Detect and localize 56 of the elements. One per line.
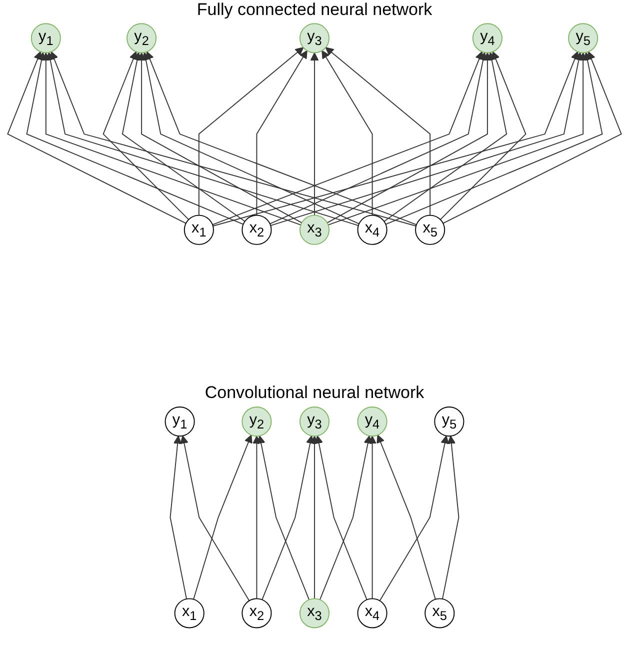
arrow [7, 51, 186, 224]
node-circle [357, 214, 388, 245]
arrow [42, 52, 302, 226]
arrow [180, 435, 250, 602]
arrow [146, 51, 417, 226]
arrow [50, 51, 417, 226]
arrow [212, 51, 579, 226]
arrow [46, 52, 359, 226]
arrow [170, 436, 187, 600]
arrow [122, 52, 246, 222]
arrow [269, 52, 488, 224]
arrow [442, 436, 460, 600]
node-circle [568, 23, 598, 54]
node-circle [415, 214, 446, 245]
node-circle [434, 406, 464, 437]
arrow [384, 52, 508, 222]
node-circle [299, 406, 330, 437]
arrow [310, 436, 319, 600]
diagram-heading: Convolutional neural network [204, 383, 424, 403]
node-circle [299, 214, 330, 245]
node-circle [164, 406, 195, 437]
node-circle [299, 23, 330, 54]
arrow [442, 51, 622, 224]
arrow [137, 52, 302, 224]
arrow [376, 434, 436, 600]
node-circle [242, 214, 272, 245]
arrow [193, 434, 252, 600]
arrow [212, 51, 484, 226]
node-circle [30, 23, 61, 54]
arrow [26, 52, 244, 225]
arrow [142, 52, 360, 224]
node-circle [242, 598, 272, 628]
node-circle [357, 598, 388, 628]
arrow [326, 52, 492, 224]
arrow [328, 52, 588, 226]
node-circle [424, 598, 455, 628]
arrow [379, 435, 449, 602]
node-circle [299, 598, 330, 628]
arrow [310, 52, 319, 216]
arrow [256, 50, 308, 216]
node-circle [242, 406, 272, 437]
arrow [322, 50, 373, 216]
node-circle [174, 598, 204, 628]
arrow [252, 436, 261, 600]
arrow [325, 47, 431, 216]
node-circle [472, 23, 502, 54]
node-circle [357, 406, 388, 437]
arrow [368, 436, 376, 600]
arrow [270, 52, 583, 226]
arrow [198, 47, 304, 216]
node-circle [184, 214, 214, 245]
arrow [102, 51, 190, 220]
node-circle [126, 23, 157, 54]
arrow [440, 51, 526, 220]
diagram-heading: Fully connected neural network [196, 0, 432, 20]
arrow [385, 52, 603, 225]
